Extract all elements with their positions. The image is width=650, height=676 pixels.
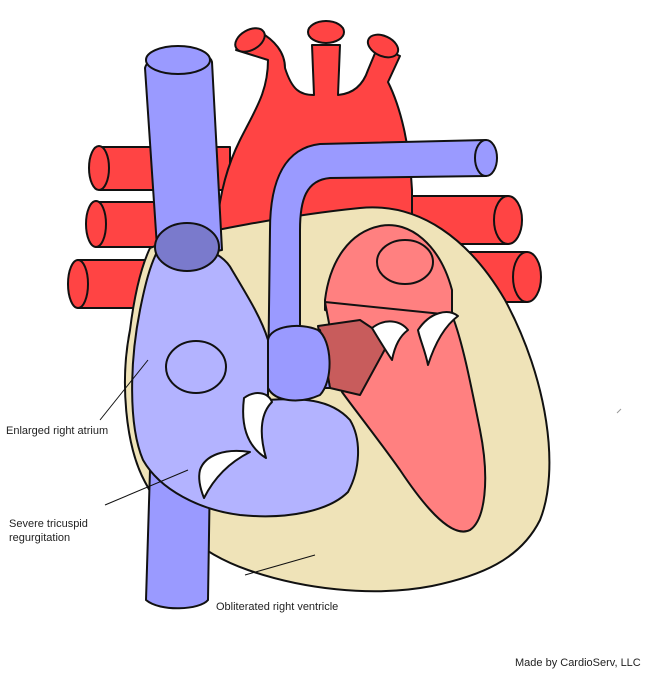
pulmonary-valve-region [267, 324, 331, 402]
leader-line-ventricle [244, 554, 316, 576]
tricuspid-leaflet-upper [242, 392, 273, 459]
label-severe-tricuspid-regurgitation: Severe tricuspid regurgitation [9, 518, 88, 544]
pulmonary-vein-inlet [376, 239, 434, 285]
aortic-branch-opening-1 [234, 27, 266, 53]
credit-text: Made by CardioServ, LLC [515, 657, 641, 669]
label-enlarged-right-atrium: Enlarged right atrium [6, 425, 109, 437]
right-pulmonary-artery-upper-opening [88, 145, 110, 191]
aortic-branch-opening-2 [307, 20, 345, 44]
left-pulmonary-vein-lower-opening [512, 251, 542, 303]
mitral-leaflet-left [371, 320, 409, 361]
aortic-branch-opening-3 [366, 33, 400, 59]
leader-line-tricuspid [104, 469, 189, 506]
leader-line-atrium [99, 359, 149, 421]
label-obliterated-right-ventricle: Obliterated right ventricle [216, 601, 339, 613]
stray-mark [616, 408, 622, 414]
superior-vena-cava-opening [145, 45, 211, 75]
right-pulmonary-artery-lower-opening [67, 259, 89, 309]
tricuspid-leaflet-lower [198, 450, 251, 499]
left-pulmonary-vein-upper-opening [493, 195, 523, 245]
right-atrium [131, 245, 360, 518]
right-pulmonary-artery-middle-opening [85, 200, 107, 248]
coronary-sinus-opening [165, 340, 227, 394]
pulmonary-trunk-opening [474, 139, 498, 177]
inferior-vena-cava [145, 469, 211, 610]
svc-inflow [154, 222, 220, 272]
mitral-leaflet-right [417, 311, 459, 366]
